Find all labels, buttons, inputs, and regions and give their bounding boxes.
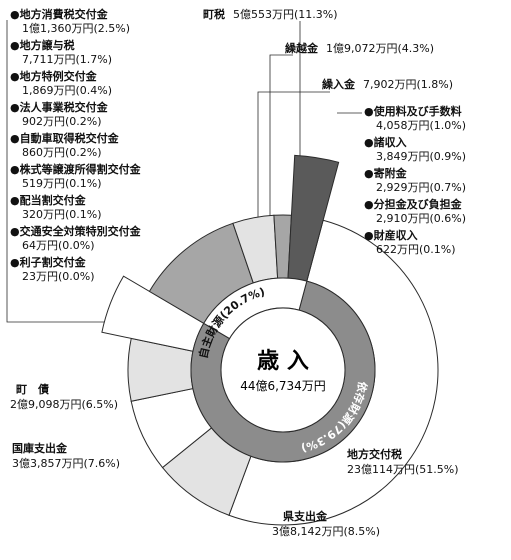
left-item-name-6: ●配当割交付金 bbox=[10, 193, 87, 207]
left-item-name-8: ●利子割交付金 bbox=[10, 255, 87, 269]
bottom-label-name-1: 国庫支出金 bbox=[12, 441, 68, 455]
bottom-label-name-3: 地方交付税 bbox=[347, 447, 402, 461]
right-item-name-2: ●寄附金 bbox=[364, 166, 408, 180]
center-circle bbox=[220, 307, 346, 433]
leader-transfer bbox=[257, 91, 330, 228]
left-item-name-7: ●交通安全対策特別交付金 bbox=[10, 224, 142, 238]
top-label-2: 繰入金 7,902万円(1.8%) bbox=[322, 77, 453, 91]
left-item-value-1: 7,711万円(1.7%) bbox=[22, 53, 112, 66]
outer-ring bbox=[101, 154, 439, 526]
left-item-name-3: ●法人事業税交付金 bbox=[10, 100, 109, 114]
right-item-name-0: ●使用料及び手数料 bbox=[364, 104, 462, 118]
top-label-name: 繰越金 bbox=[285, 41, 319, 55]
top-label-value: 5億553万円(11.3%) bbox=[233, 8, 338, 21]
right-item-name-1: ●諸収入 bbox=[364, 135, 407, 149]
top-label-value: 7,902万円(1.8%) bbox=[363, 78, 453, 91]
top-label-name: 町税 bbox=[203, 7, 225, 21]
left-item-value-0: 1億1,360万円(2.5%) bbox=[22, 22, 130, 35]
right-item-name-3: ●分担金及び負担金 bbox=[364, 197, 463, 211]
left-item-value-5: 519万円(0.1%) bbox=[22, 177, 102, 190]
left-item-name-4: ●自動車取得税交付金 bbox=[10, 131, 120, 145]
left-item-name-5: ●株式等譲渡所得割交付金 bbox=[10, 162, 142, 176]
left-item-value-8: 23万円(0.0%) bbox=[22, 270, 95, 283]
left-item-name-1: ●地方譲与税 bbox=[10, 38, 75, 52]
center-area: 歳 入 44億6,734万円 bbox=[220, 307, 346, 433]
category-labels: 町税 5億553万円(11.3%) 繰越金 1億9,072万円(4.3%) 繰入金 7,9… bbox=[10, 7, 466, 538]
bottom-label-value-2: 3億8,142万円(8.5%) bbox=[272, 525, 380, 538]
left-item-name-2: ●地方特例交付金 bbox=[10, 69, 98, 83]
top-label-name: 繰入金 bbox=[322, 77, 356, 91]
bottom-label-name-0: 町 債 bbox=[16, 382, 49, 396]
bottom-label-value-0: 2億9,098万円(6.5%) bbox=[10, 398, 118, 411]
top-label-1: 繰越金 1億9,072万円(4.3%) bbox=[285, 41, 434, 55]
bottom-label-value-3: 23億114万円(51.5%) bbox=[347, 463, 459, 476]
left-item-value-6: 320万円(0.1%) bbox=[22, 208, 102, 221]
leader-left-list bbox=[6, 20, 125, 323]
left-item-value-2: 1,869万円(0.4%) bbox=[22, 84, 112, 97]
center-total: 44億6,734万円 bbox=[240, 379, 326, 393]
top-label-value: 1億9,072万円(4.3%) bbox=[326, 42, 434, 55]
top-label-0: 町税 5億553万円(11.3%) bbox=[203, 7, 338, 21]
left-item-value-7: 64万円(0.0%) bbox=[22, 239, 95, 252]
right-item-name-4: ●財産収入 bbox=[364, 228, 418, 242]
left-item-name-0: ●地方消費税交付金 bbox=[10, 7, 109, 21]
bottom-label-value-1: 3億3,857万円(7.6%) bbox=[12, 457, 120, 470]
leader-carryover bbox=[269, 54, 293, 225]
right-item-value-2: 2,929万円(0.7%) bbox=[376, 181, 466, 194]
left-item-value-4: 860万円(0.2%) bbox=[22, 146, 102, 159]
right-item-value-0: 4,058万円(1.0%) bbox=[376, 119, 466, 132]
right-item-value-3: 2,910万円(0.6%) bbox=[376, 212, 466, 225]
left-item-value-3: 902万円(0.2%) bbox=[22, 115, 102, 128]
bottom-label-name-2: 県支出金 bbox=[283, 509, 328, 523]
right-item-value-1: 3,849万円(0.9%) bbox=[376, 150, 466, 163]
center-title: 歳 入 bbox=[257, 349, 309, 374]
right-item-value-4: 622万円(0.1%) bbox=[376, 243, 456, 256]
